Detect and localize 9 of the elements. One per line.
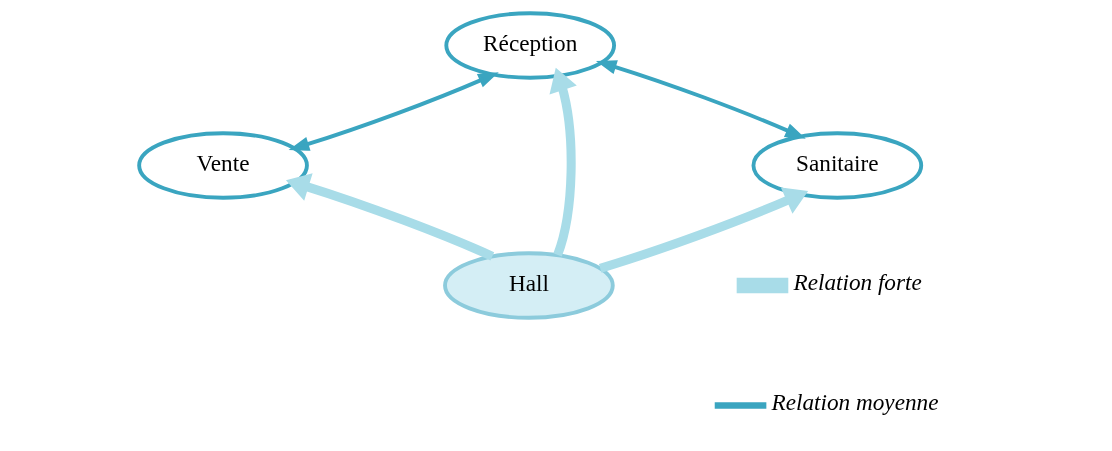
arrow	[549, 67, 577, 257]
arrow	[595, 60, 806, 139]
legend-label: Relation moyenne	[771, 388, 939, 415]
arrow	[288, 72, 499, 151]
node-ellipse: Sanitaire	[751, 131, 924, 200]
legend-label: Relation forte	[793, 268, 922, 295]
node-ellipse: Hall	[443, 251, 615, 320]
arrow	[598, 187, 809, 273]
arrow	[285, 173, 495, 261]
